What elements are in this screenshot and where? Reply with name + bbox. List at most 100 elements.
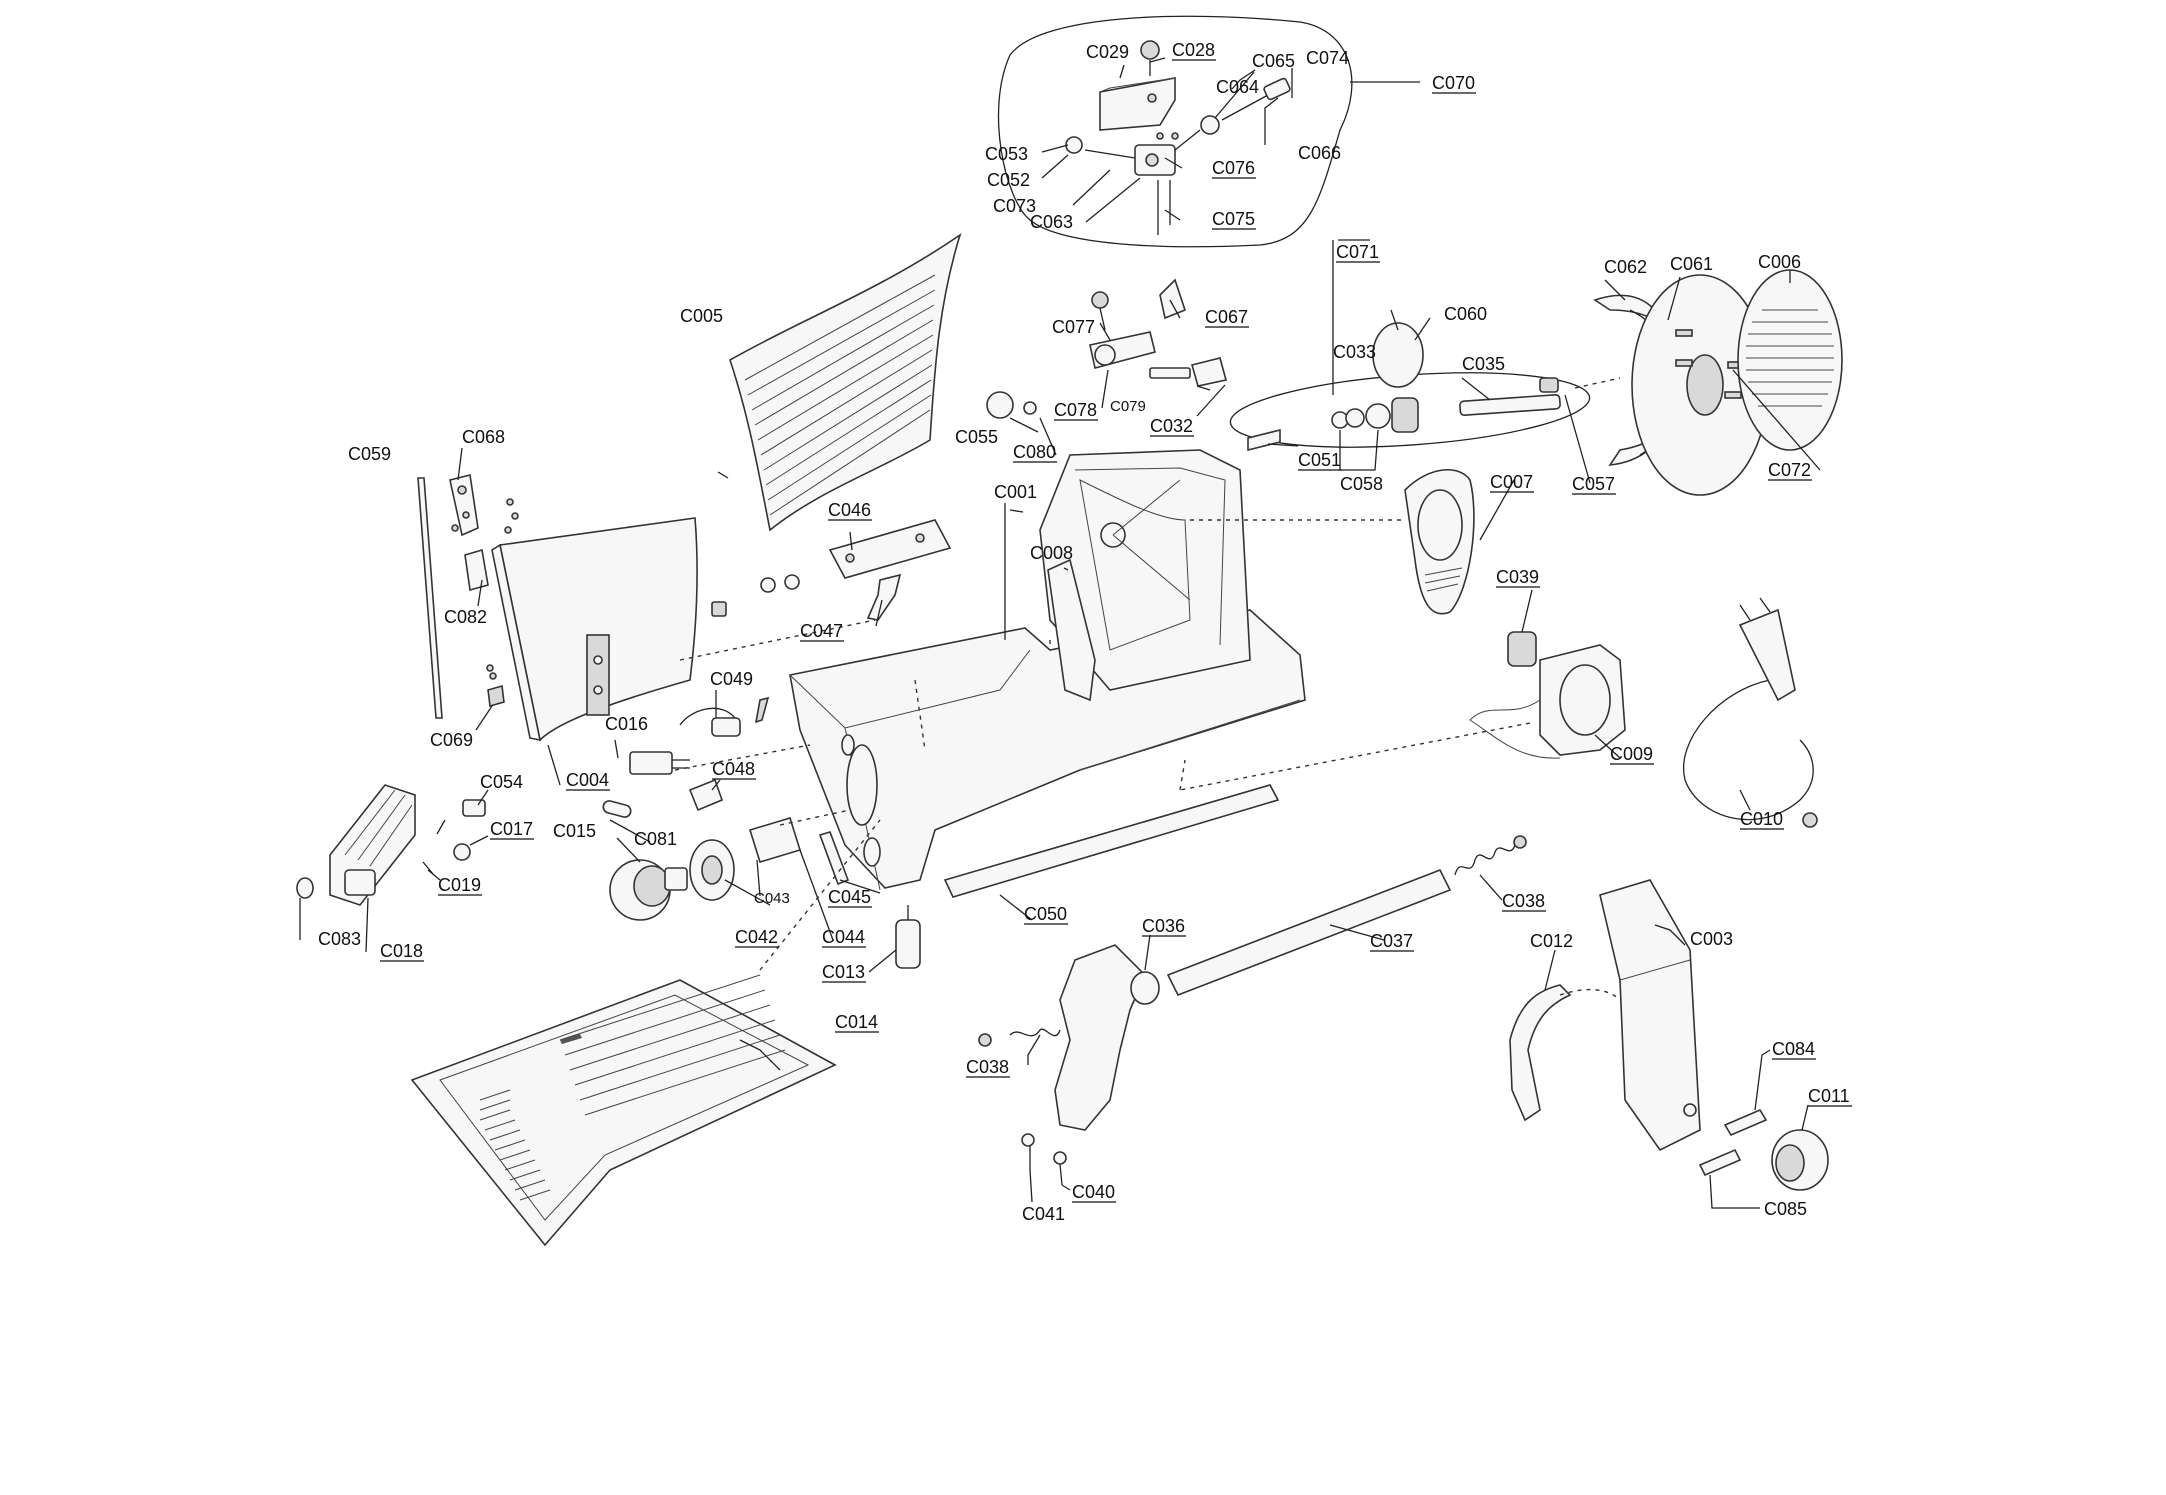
small-plate [464,548,489,592]
carriage-bar [828,519,952,579]
label-c052: C052 [987,170,1030,190]
label-c008: C008 [1030,543,1073,563]
label-c042: C042 [735,927,778,947]
label-c036: C036 [1142,916,1185,936]
label-c058: C058 [1340,474,1383,494]
label-c037: C037 [1370,931,1413,951]
deflector-plate [491,517,698,742]
cover-gasket [1404,469,1475,615]
label-c047: C047 [800,621,843,641]
label-c014: C014 [835,1012,878,1032]
label-c015: C015 [553,821,596,841]
label-c077: C077 [1052,317,1095,337]
carriage-spring [1454,835,1527,876]
label-c062: C062 [1604,257,1647,277]
label-c046: C046 [828,500,871,520]
label-c082: C082 [444,607,487,627]
label-c053: C053 [985,144,1028,164]
label-c068: C068 [462,427,505,447]
label-c069: C069 [430,730,473,750]
label-c063: C063 [1030,212,1073,232]
label-c078: C078 [1054,400,1097,420]
label-c065: C065 [1252,51,1295,71]
power-cord [1682,597,1818,828]
tray-slots [560,1034,582,1044]
label-c057: C057 [1572,474,1615,494]
blade-housing [1039,449,1251,691]
label-c003: C003 [1690,929,1733,949]
label-c029: C029 [1086,42,1129,62]
label-c016: C016 [605,714,648,734]
label-c081: C081 [634,829,677,849]
label-c083: C083 [318,929,361,949]
shaft-bearing-group [1229,322,1591,452]
sharpener-mechanism [1065,77,1291,235]
label-c048: C048 [712,759,755,779]
label-c055: C055 [955,427,998,447]
label-c019: C019 [438,875,481,895]
label-c006: C006 [1758,252,1801,272]
label-c074: C074 [1306,48,1349,68]
lever-guard [1509,984,1621,1122]
switch-assembly [629,696,770,775]
label-c044: C044 [822,927,865,947]
label-c045: C045 [828,887,871,907]
label-c060: C060 [1444,304,1487,324]
label-c004: C004 [566,770,609,790]
label-c038b: C038 [1502,891,1545,911]
label-c054: C054 [480,772,523,792]
label-c039: C039 [1496,567,1539,587]
label-c075: C075 [1212,209,1255,229]
main-body-base [789,609,1306,891]
label-c066: C066 [1298,143,1341,163]
label-c010: C010 [1740,809,1783,829]
motor [1469,631,1626,759]
label-c064: C064 [1216,77,1259,97]
label-c033: C033 [1333,342,1376,362]
sharpener-support [986,278,1227,419]
blade-disc [1631,274,1769,496]
label-c061: C061 [1670,254,1713,274]
label-c011: C011 [1808,1086,1850,1106]
blade-cover-disc [1737,269,1843,451]
leader-lines [299,57,1821,1209]
label-c007: C007 [1490,472,1533,492]
label-c067: C067 [1205,307,1248,327]
label-c076: C076 [1212,158,1255,178]
blade-cover-plate [729,233,962,532]
label-c018: C018 [380,941,423,961]
side-panel [1047,558,1096,702]
label-c009: C009 [1610,744,1653,764]
label-c043: C043 [754,890,790,907]
label-c072: C072 [1768,460,1811,480]
thickness-knob-group [609,817,921,969]
part-labels: C029 C028 C065 C074 C070 C064 C053 C066 … [318,40,1850,1224]
carriage-arm [978,944,1160,1186]
label-c041: C041 [1022,1204,1065,1224]
assembly-lines [674,377,1621,971]
guard-knob [1698,1108,1829,1191]
label-c001: C001 [994,482,1037,502]
label-underlines [380,59,1852,1203]
label-c079: C079 [1110,398,1146,415]
pusher-assembly [296,784,632,906]
guide-rail [943,784,1280,898]
label-c051: C051 [1298,450,1341,470]
clip-bottom [487,684,505,708]
base-tray [410,974,837,1247]
label-c085: C085 [1764,1199,1807,1219]
label-c059: C059 [348,444,391,464]
sharpener-cover [1099,40,1176,131]
label-c013: C013 [822,962,865,982]
label-c005: C005 [680,306,723,326]
front-guard [1599,879,1701,1152]
label-c038: C038 [966,1057,1009,1077]
label-c028: C028 [1172,40,1215,60]
label-c017: C017 [490,819,533,839]
carriage-shaft [1166,868,1452,997]
label-c071: C071 [1336,242,1379,262]
label-c040: C040 [1072,1182,1115,1202]
sharpener-group-outline [997,15,1353,248]
